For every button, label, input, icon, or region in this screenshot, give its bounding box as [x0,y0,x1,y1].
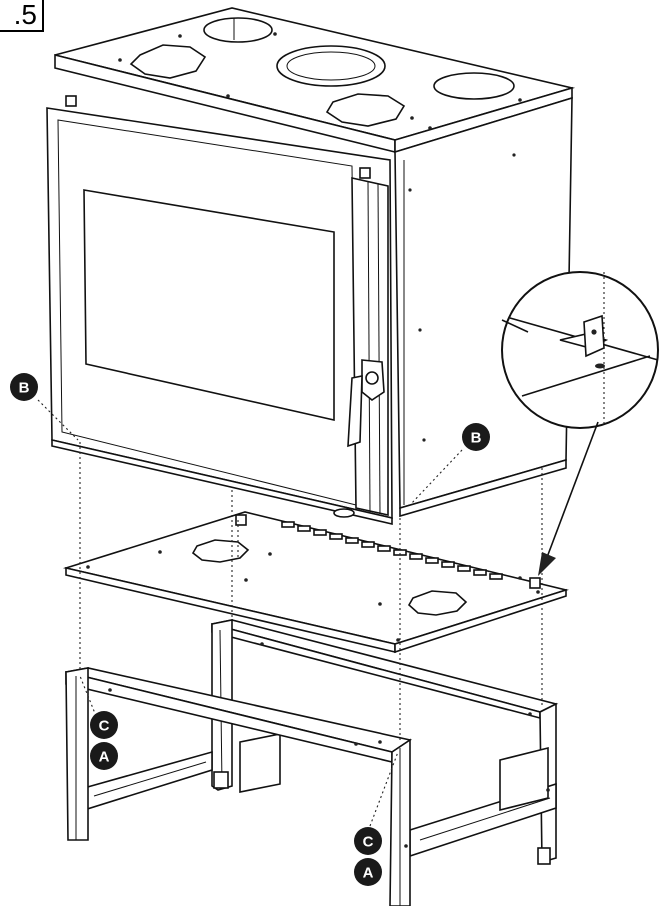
figure-number: .5 [0,0,44,32]
svg-text:A: A [99,749,110,766]
marker-b-right: B [462,423,490,451]
door-handle [347,359,385,448]
svg-text:A: A [363,865,374,882]
alignment-lines [37,399,543,827]
base-plate [62,511,569,654]
marker-a-left: A [90,742,118,770]
flue-opening-center [276,45,386,87]
marker-a-right: A [354,858,382,886]
base-knockout-left [191,539,250,563]
svg-text:B: B [19,380,30,397]
detail-magnifier [501,271,659,576]
svg-text:B: B [471,430,482,447]
top-knockout-right [325,93,406,127]
leg-frame [65,619,559,906]
marker-b-left: B [10,373,38,401]
top-knockout-left [129,44,207,79]
base-knockout-right [407,590,468,616]
door-glass [83,189,335,422]
flue-opening-rear-right [433,72,515,100]
svg-text:C: C [99,718,110,735]
marker-c-right: C [354,827,382,855]
stove-body [46,7,576,526]
marker-c-left: C [90,711,118,739]
vent-slots [281,521,503,580]
svg-text:C: C [363,834,374,851]
flue-opening-rear-left [203,17,273,43]
